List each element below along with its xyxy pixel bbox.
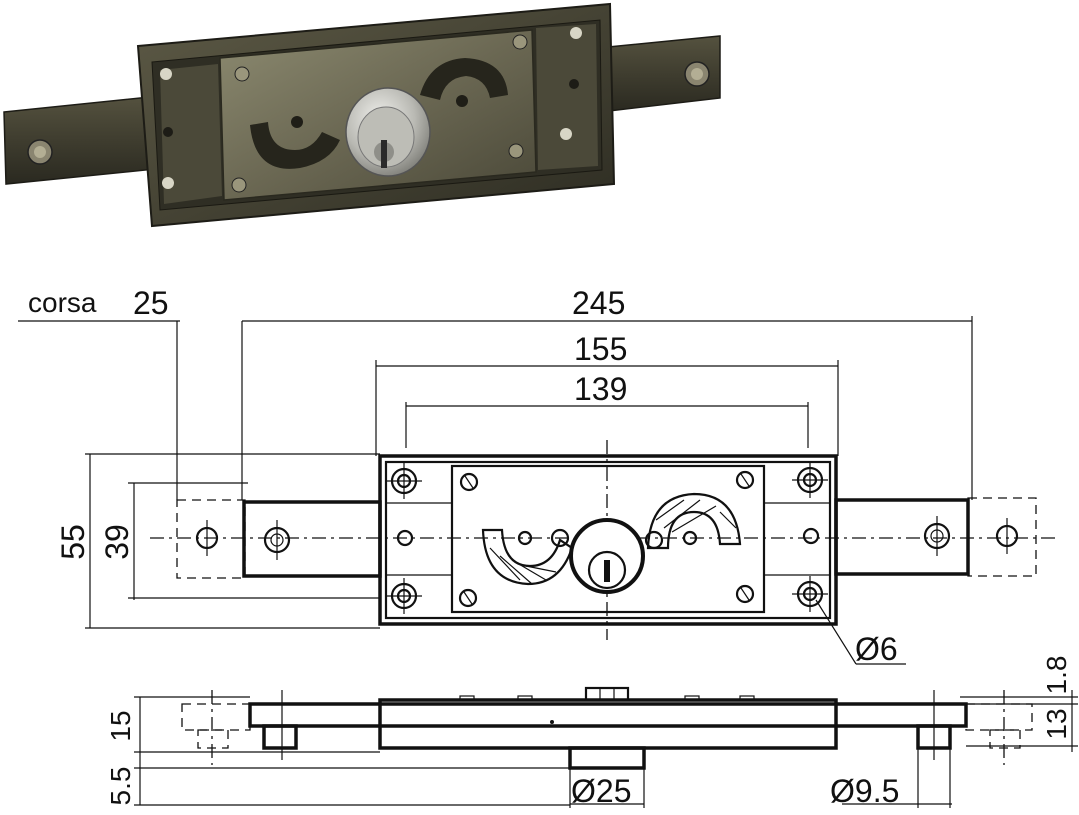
screw-hole-top-right [792,462,828,498]
side-hole-right [802,527,820,545]
dim-overall-height: 55 [55,524,91,560]
dim-side-15: 15 [105,710,136,741]
dim-hole-spacing: 139 [574,371,627,407]
screw-hole-top-left [386,463,422,499]
plate-screw-3 [458,588,478,608]
corsa-value: 25 [133,285,169,321]
corsa-label: corsa [28,287,97,318]
bolt-hole-right [923,516,951,556]
dim-body-length: 155 [574,331,627,367]
plate-screw-2 [735,470,755,490]
dim-cylinder-diameter: Ø25 [571,773,631,809]
dim-screw-hole: Ø6 [855,631,898,667]
plate-screw-4 [735,584,755,604]
cylinder [569,518,645,594]
plate-screw-1 [459,472,479,492]
screw-hole-bottom-left [386,578,422,614]
dim-bolt-height: 39 [99,524,135,560]
dim-side-13: 13 [1041,708,1072,739]
bolt-hole-left [263,520,291,560]
side-view [134,686,1078,808]
side-hole-left [396,529,414,547]
screw-hole-bottom-right [792,576,828,612]
bolt-hole-left-travel [195,520,219,556]
dim-bolt-pin-diameter: Ø9.5 [830,773,899,809]
dim-side-1-8: 1.8 [1041,656,1072,695]
dim-overall-length: 245 [572,285,625,321]
bolt-hole-right-travel [995,518,1019,554]
lock-photo [3,2,721,228]
hook-cam-right [644,492,742,550]
front-view [18,316,1060,665]
dim-side-5-5: 5.5 [105,767,136,806]
